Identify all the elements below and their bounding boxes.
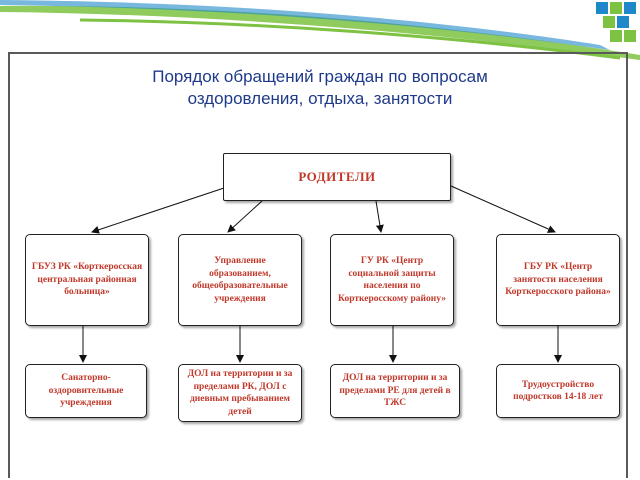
node-camps-education: ДОЛ на территории и за пределами РК, ДОЛ… (178, 364, 302, 422)
blue-swoosh (0, 0, 610, 50)
slide-frame (8, 52, 628, 478)
title-line-1: Порядок обращений граждан по вопросам (152, 67, 488, 86)
arrow-root-to-education (227, 200, 263, 233)
arrow-root-to-social (375, 200, 384, 233)
logo-squares-icon (596, 2, 636, 42)
green-line (79, 18, 621, 60)
node-parents: РОДИТЕЛИ (223, 153, 451, 201)
arrow-root-to-employment (450, 185, 556, 233)
node-social-protection-center: ГУ РК «Центр социальной защиты населения… (330, 234, 454, 326)
slide-title: Порядок обращений граждан по вопросам оз… (60, 66, 580, 110)
green-swoosh (0, 5, 640, 60)
header-decoration (0, 0, 640, 60)
node-education-department: Управление образованием, общеобразовател… (178, 234, 302, 326)
arrow-root-to-hospital (91, 187, 225, 234)
node-camps-social: ДОЛ на территории и за пределами РЕ для … (330, 364, 460, 418)
node-sanatoriums: Санаторно-оздоровительные учреждения (25, 364, 147, 418)
node-hospital: ГБУЗ РК «Корткеросская центральная район… (25, 234, 149, 326)
node-employment-center: ГБУ РК «Центр занятости населения Кортке… (496, 234, 620, 326)
node-teen-employment: Трудоустройство подростков 14-18 лет (496, 364, 620, 418)
title-line-2: оздоровления, отдыха, занятости (187, 89, 453, 108)
